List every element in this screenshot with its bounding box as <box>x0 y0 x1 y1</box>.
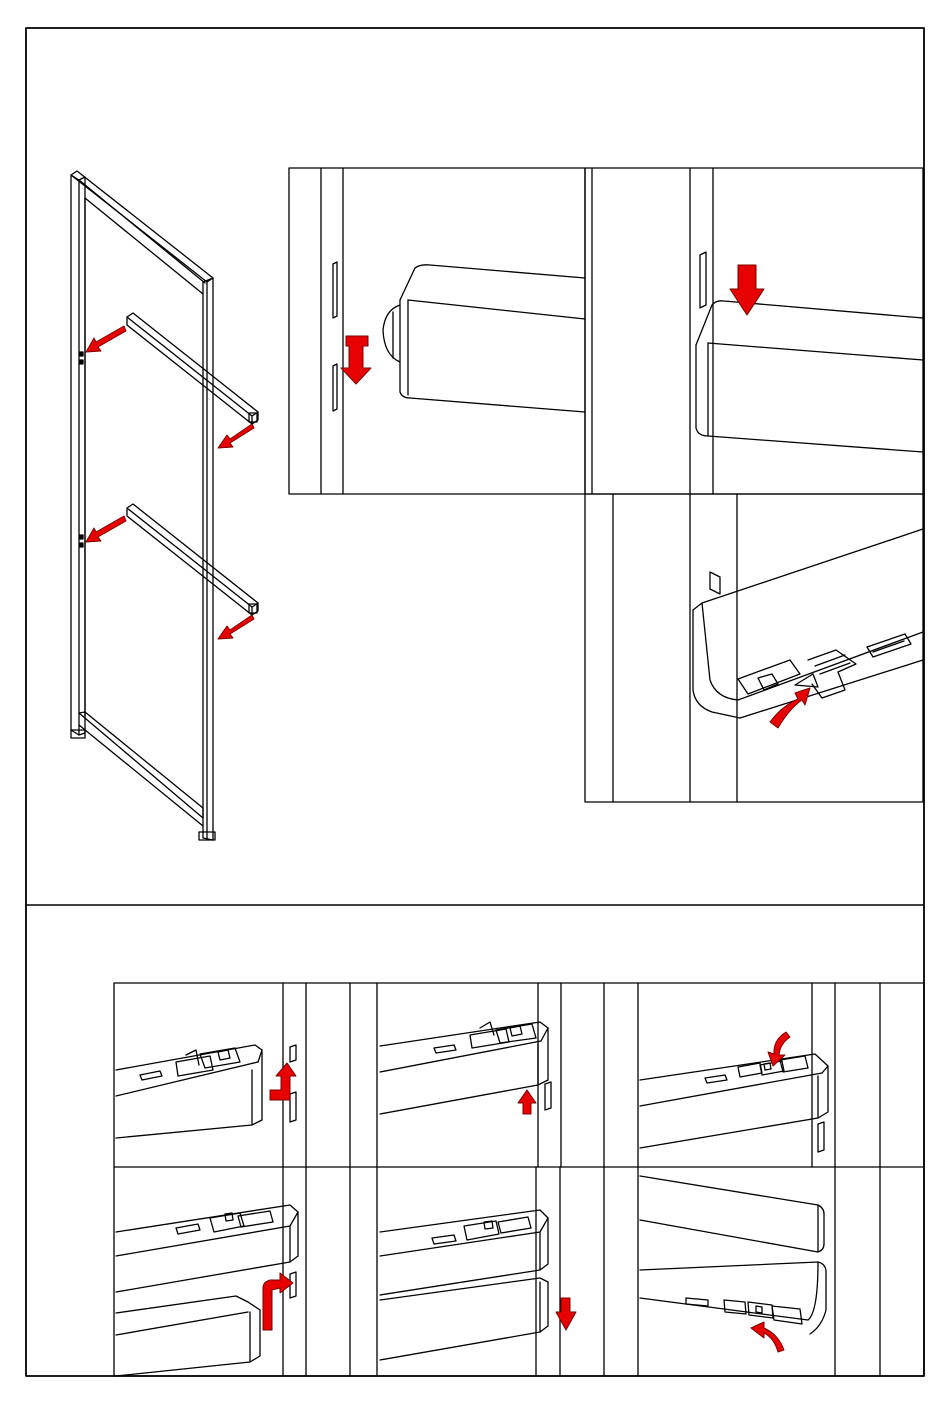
step-5-panel <box>380 1167 604 1376</box>
arrow-icon <box>218 424 254 448</box>
arrow-icon <box>86 516 126 542</box>
overview-frame-drawing <box>71 171 258 840</box>
overview-arrows <box>86 326 254 639</box>
arrow-icon <box>218 615 254 639</box>
step-1-panel <box>116 983 350 1167</box>
detail-panel-lock <box>585 494 923 802</box>
curved-arrow-icon <box>751 1322 784 1352</box>
detail-panel-insert <box>289 168 585 494</box>
curved-arrow-icon <box>770 688 810 728</box>
arrow-down-icon <box>556 1298 576 1330</box>
arrow-up-icon <box>518 1090 536 1114</box>
steps-grid <box>114 983 924 1376</box>
curved-arrow-icon <box>768 1032 790 1066</box>
arrow-down-icon <box>730 265 764 315</box>
step-6-panel <box>640 1167 880 1376</box>
step-2-panel <box>380 983 604 1167</box>
detail-panel-press <box>585 168 923 494</box>
arrow-down-icon <box>341 336 371 384</box>
arrow-up-hook-icon <box>263 1273 293 1330</box>
step-3-panel <box>640 983 880 1167</box>
step-4-panel <box>116 1167 350 1376</box>
arrow-icon <box>86 326 126 352</box>
arrow-up-hook-icon <box>270 1063 296 1100</box>
